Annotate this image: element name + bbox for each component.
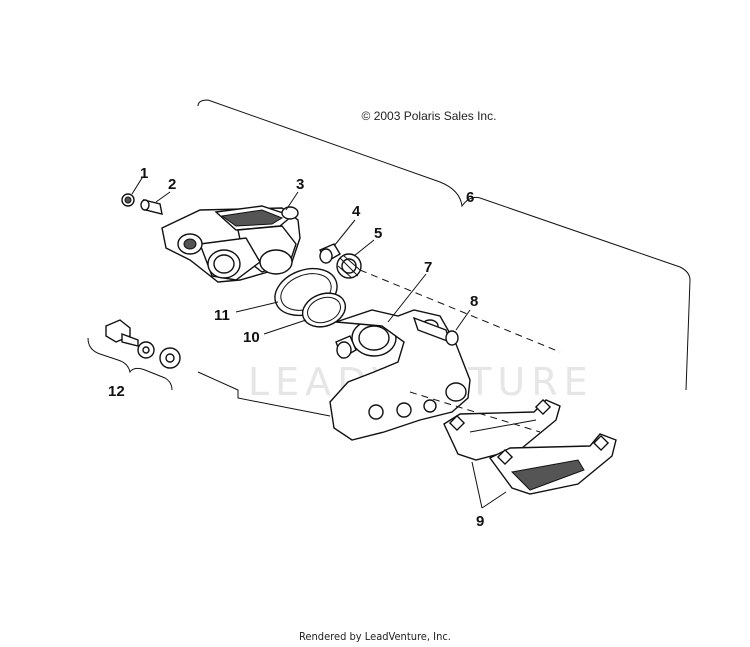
assembly-bracket-12 <box>87 337 173 391</box>
part-1-bleeder-cap <box>121 193 135 207</box>
part-9-brake-pad-inner <box>443 398 561 461</box>
part-9-brake-pad-outer <box>488 433 617 495</box>
centerline-upper <box>359 269 561 353</box>
callout-6: 6 <box>466 189 474 206</box>
part-10-piston <box>301 292 347 328</box>
callout-1: 1 <box>140 165 148 182</box>
part-5-pin-boot <box>336 253 362 279</box>
callout-3: 3 <box>296 176 304 193</box>
footer-credit: Rendered by LeadVenture, Inc. <box>299 630 451 643</box>
callout-4: 4 <box>352 203 361 220</box>
caliper-body <box>161 205 301 283</box>
part-2-bleeder-screw <box>140 199 163 215</box>
callout-11: 11 <box>214 307 230 324</box>
callout-8: 8 <box>470 293 478 310</box>
part-4-slide-pin <box>319 243 341 264</box>
callout-9: 9 <box>476 513 484 530</box>
centerline-lower <box>409 391 541 433</box>
part-8-bracket-pin <box>412 316 459 346</box>
assembly-baseline <box>197 371 331 417</box>
part-12-bolt-and-washers <box>105 319 181 369</box>
callout-10: 10 <box>243 329 260 346</box>
callout-5: 5 <box>374 225 382 242</box>
callout-7: 7 <box>424 259 432 276</box>
assembly-bracket-6 <box>197 99 691 391</box>
copyright-notice: © 2003 Polaris Sales Inc. <box>361 109 497 123</box>
leader-lines <box>131 177 507 509</box>
callout-2: 2 <box>168 176 176 193</box>
callout-12: 12 <box>108 383 125 400</box>
